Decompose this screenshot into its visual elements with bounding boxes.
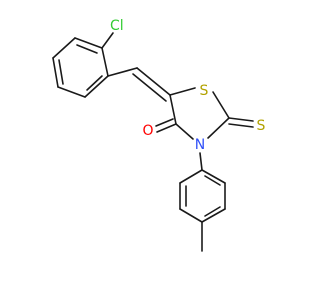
tolyl-ring xyxy=(179,169,226,223)
bond xyxy=(169,87,196,96)
ring-nitrogen-atom-label: N xyxy=(195,137,205,153)
bond xyxy=(57,86,86,98)
molecule-structure: Cl S S O N xyxy=(52,18,266,252)
chlorine-atom-label: Cl xyxy=(110,18,124,34)
bond xyxy=(155,118,174,127)
bond xyxy=(74,37,103,49)
bond xyxy=(132,73,167,102)
chlorophenyl-ring xyxy=(52,37,109,98)
thione-sulfur-atom-label: S xyxy=(257,118,266,134)
bond xyxy=(228,123,254,128)
bond xyxy=(207,117,230,139)
bond xyxy=(169,94,177,125)
bond xyxy=(52,57,59,88)
bond xyxy=(58,59,64,85)
bond xyxy=(136,67,171,96)
bond xyxy=(212,91,230,119)
bond xyxy=(101,47,109,77)
bond xyxy=(204,175,221,186)
bond xyxy=(201,169,226,184)
bond xyxy=(204,206,221,217)
bond xyxy=(156,123,177,133)
bond xyxy=(199,152,203,171)
bond xyxy=(175,123,194,140)
bond xyxy=(107,67,138,77)
bond xyxy=(86,75,103,91)
ring-sulfur-atom-label: S xyxy=(200,83,209,99)
carbonyl-oxygen-atom-label: O xyxy=(142,123,153,139)
thiazolidine-ring xyxy=(169,87,230,140)
bond xyxy=(179,169,203,184)
bond xyxy=(101,32,114,49)
bond xyxy=(52,37,76,59)
bond xyxy=(84,75,109,98)
bond xyxy=(228,117,254,122)
molecule-canvas: Cl S S O N xyxy=(52,18,266,252)
bond xyxy=(76,44,98,54)
bond xyxy=(179,208,203,223)
bond xyxy=(201,208,226,223)
